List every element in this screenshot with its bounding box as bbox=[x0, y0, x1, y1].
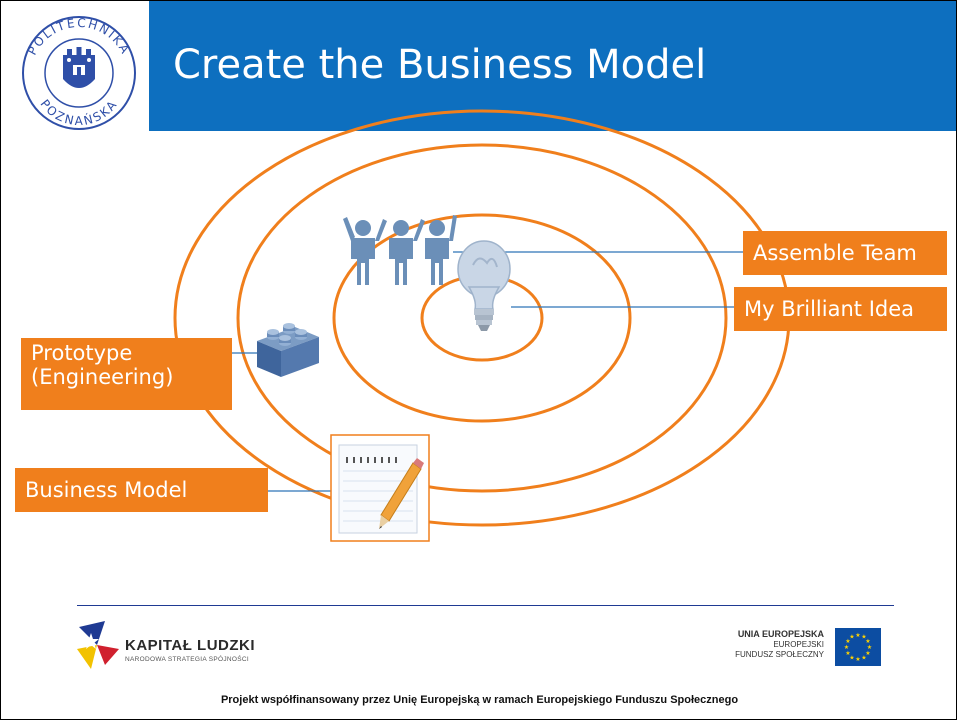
label-assemble-team: Assemble Team bbox=[743, 231, 947, 275]
svg-text:★: ★ bbox=[867, 644, 872, 651]
label-prototype-line2: (Engineering) bbox=[31, 365, 174, 390]
svg-text:★: ★ bbox=[845, 650, 850, 657]
ring-third bbox=[236, 143, 728, 493]
ring-second bbox=[332, 213, 632, 423]
kapital-ludzki-subtitle: NARODOWA STRATEGIA SPÓJNOŚCI bbox=[125, 656, 249, 663]
label-prototype-line1: Prototype bbox=[31, 341, 133, 365]
kapital-ludzki-logo bbox=[77, 621, 119, 669]
svg-text:★: ★ bbox=[855, 632, 860, 639]
label-prototype: Prototype (Engineering) bbox=[21, 338, 232, 410]
eu-line2: EUROPEJSKI bbox=[773, 640, 824, 650]
svg-text:★: ★ bbox=[849, 655, 854, 662]
lightbulb-icon bbox=[457, 240, 511, 331]
svg-text:★: ★ bbox=[865, 638, 870, 645]
svg-text:★: ★ bbox=[865, 650, 870, 657]
svg-text:★: ★ bbox=[849, 634, 854, 641]
label-business-model: Business Model bbox=[15, 468, 268, 512]
svg-text:★: ★ bbox=[845, 638, 850, 645]
politechnika-logo: POLITECHNIKA POZNAŃSKA bbox=[22, 16, 136, 130]
footer-divider bbox=[77, 605, 894, 606]
footer-note: Projekt współfinansowany przez Unię Euro… bbox=[220, 694, 739, 706]
eu-line1: UNIA EUROPEJSKA bbox=[737, 629, 824, 639]
eu-line3: FUNDUSZ SPOŁECZNY bbox=[735, 650, 824, 660]
label-brilliant-idea: My Brilliant Idea bbox=[734, 287, 947, 331]
svg-text:★: ★ bbox=[861, 655, 866, 662]
svg-text:★: ★ bbox=[861, 634, 866, 641]
eu-fund-text: UNIA EUROPEJSKA EUROPEJSKI FUNDUSZ SPOŁE… bbox=[735, 629, 824, 660]
notepad-pencil-icon bbox=[330, 434, 430, 542]
kapital-ludzki-title: KAPITAŁ LUDZKI bbox=[125, 637, 256, 654]
header-bar bbox=[149, 1, 956, 131]
slide-title: Create the Business Model bbox=[173, 42, 707, 88]
lego-brick-icon bbox=[257, 323, 319, 377]
eu-flag-icon: ★★★ ★★★ ★★★ ★★★ bbox=[835, 628, 881, 666]
svg-text:★: ★ bbox=[844, 644, 849, 651]
people-team-icon bbox=[343, 215, 457, 285]
svg-text:★: ★ bbox=[855, 656, 860, 663]
